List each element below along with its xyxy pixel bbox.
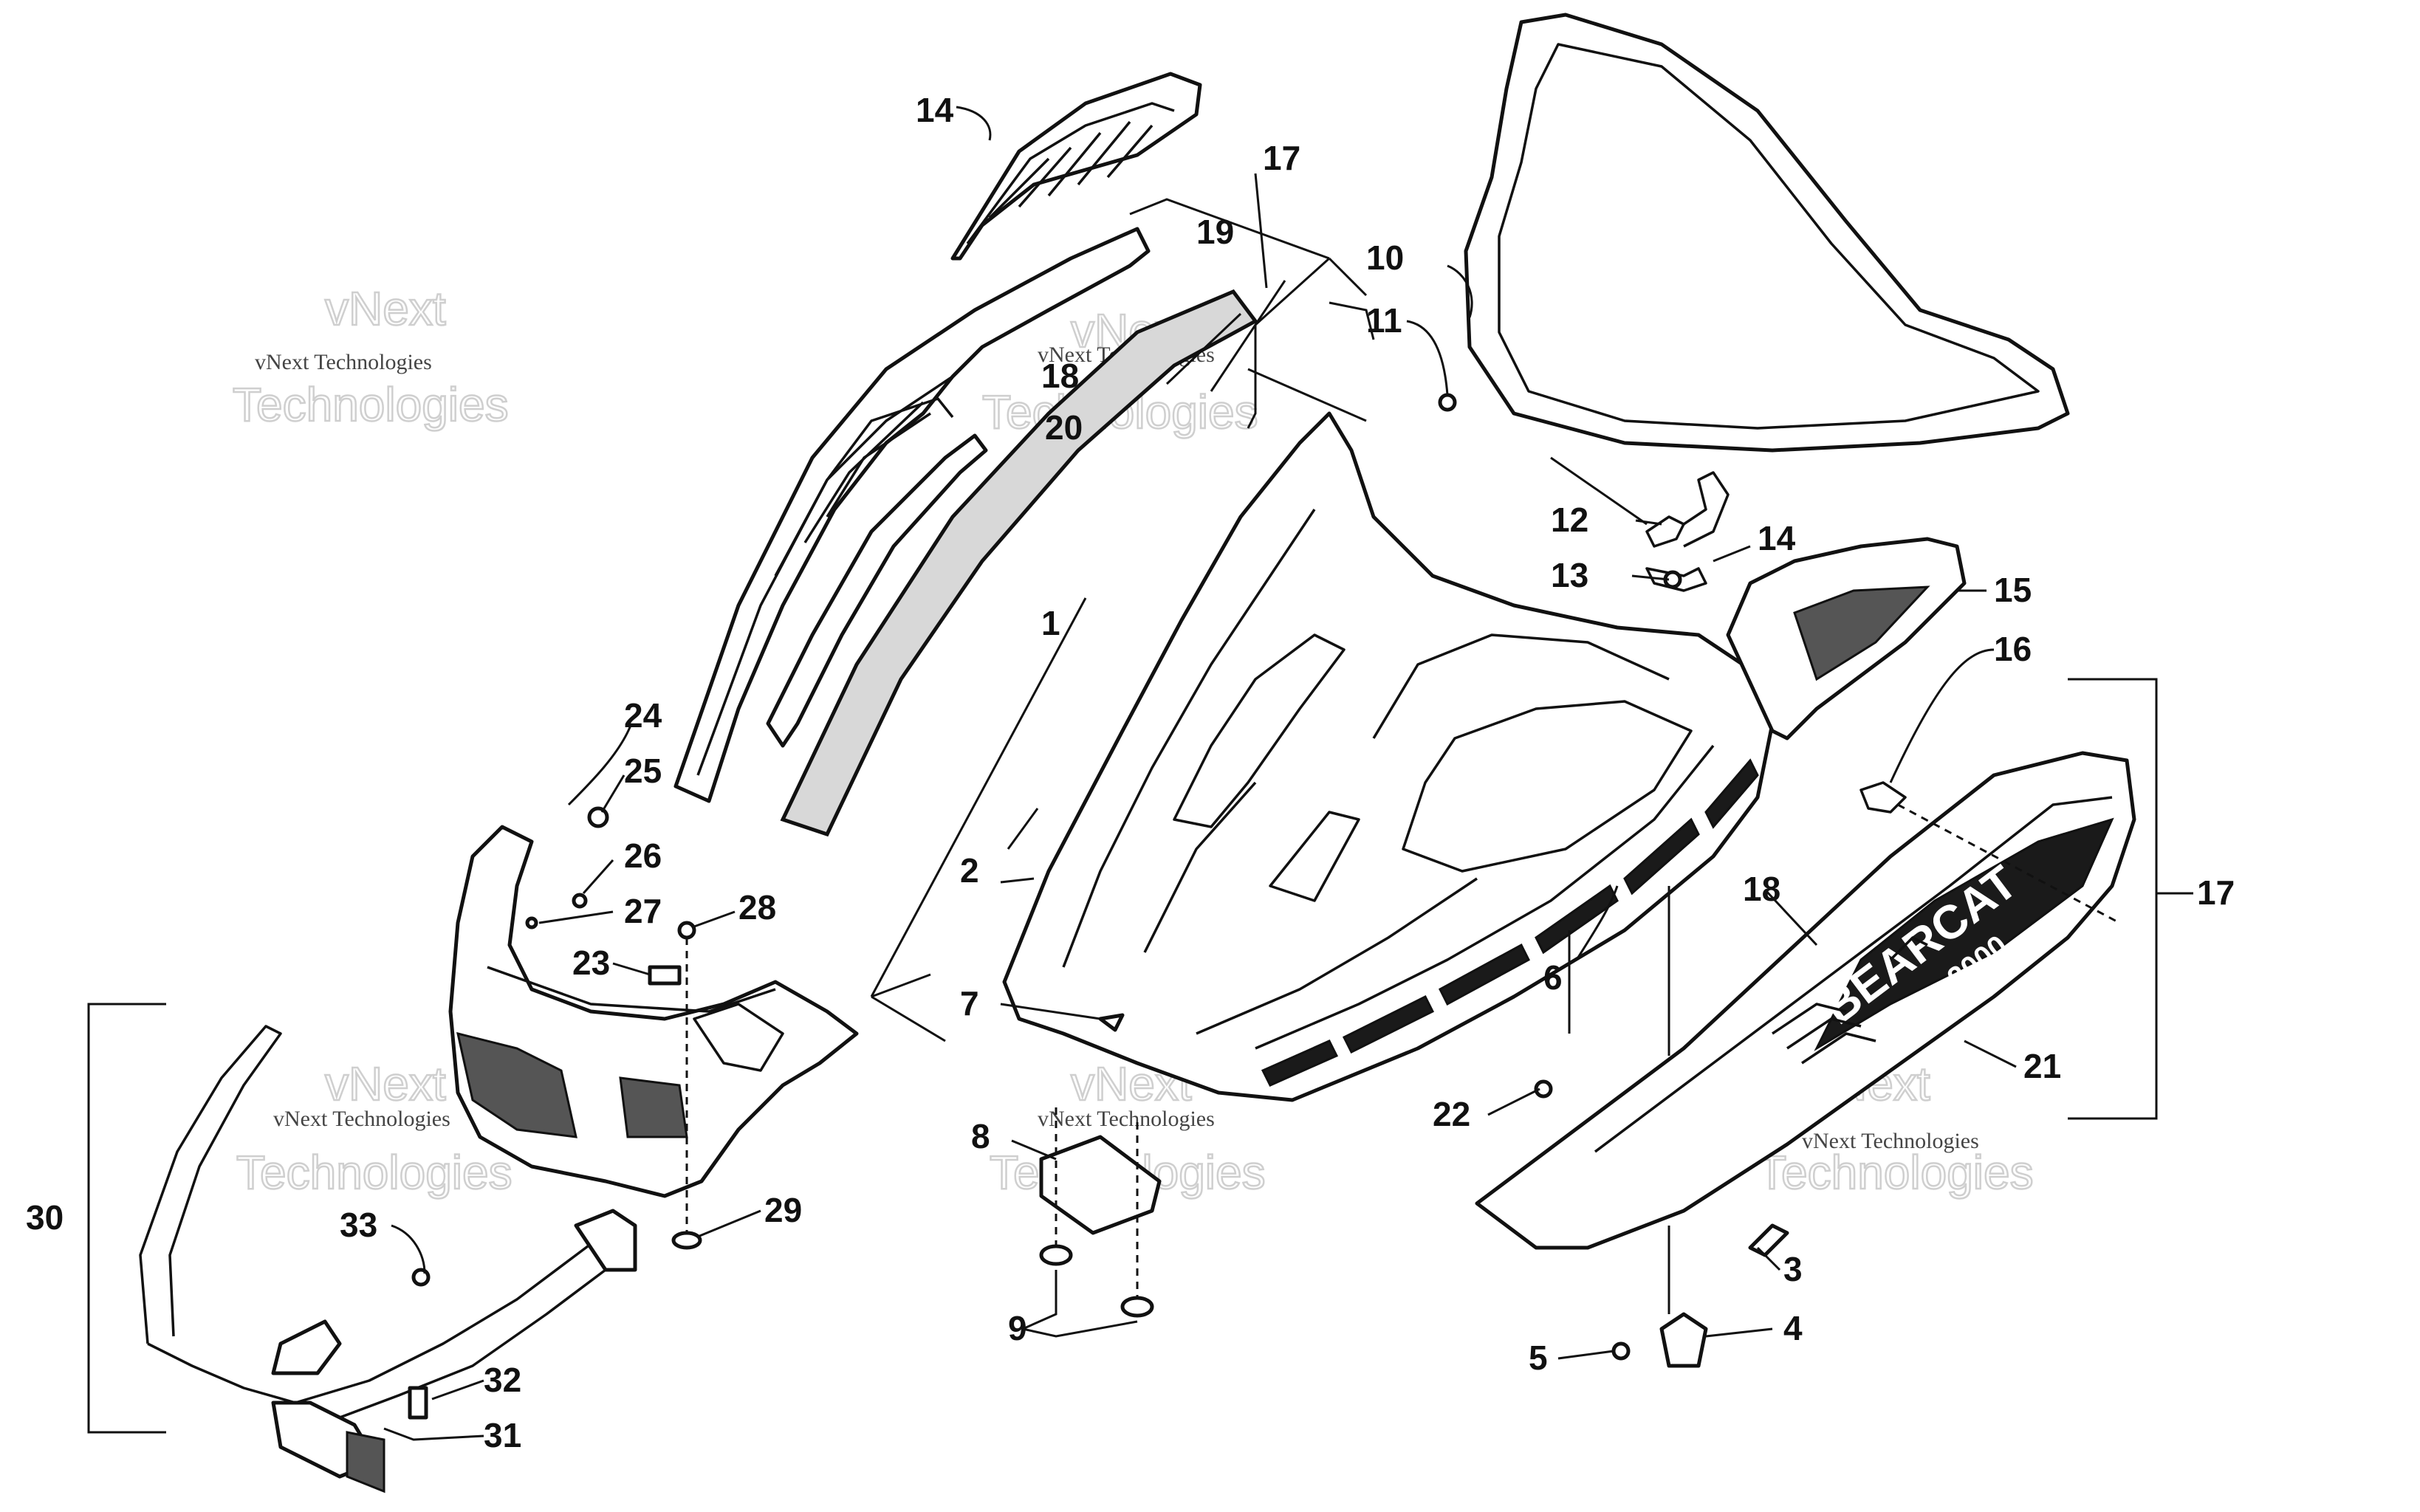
callout-labels: 14 17 19 18 20 10 11 12 13 14 15 16 1 2 …: [26, 91, 2235, 1454]
part-23-clip: [648, 965, 682, 986]
watermark-big-2: Technologies: [233, 378, 509, 431]
part-9-grommet: [1039, 1244, 1073, 1266]
callout-16: 16: [1994, 630, 2032, 668]
part-vent-right: [1726, 537, 1967, 740]
watermark-big-2: Technologies: [236, 1146, 513, 1199]
watermark-big-2: Technologies: [1758, 1146, 2034, 1199]
callout-14: 14: [1758, 519, 1796, 557]
callout-11: 11: [1366, 301, 1402, 340]
part-side-panel-left: [673, 227, 1151, 803]
part-8-bracket: [1039, 1135, 1162, 1235]
part-27-washer: [525, 916, 538, 929]
watermark-bottom-left: vNext Technologies vNext Technologies: [236, 1056, 513, 1200]
callout-18-left: 18: [1041, 357, 1079, 395]
callout-33: 33: [340, 1206, 377, 1244]
callout-9: 9: [1008, 1309, 1027, 1347]
callout-7: 7: [960, 984, 979, 1023]
callout-28: 28: [738, 888, 776, 927]
part-nose-cone: [448, 825, 859, 1198]
callout-15-top: 14: [916, 91, 954, 129]
part-22-screw: [1534, 1079, 1553, 1099]
part-4-clip: [1659, 1312, 1708, 1368]
part-bracket-12-14: [1645, 471, 1730, 592]
callout-5: 5: [1529, 1339, 1548, 1377]
callout-21: 21: [2023, 1047, 2061, 1085]
callout-19: 19: [1196, 213, 1234, 251]
small-hardware: [408, 393, 1789, 1420]
callout-18-right: 18: [1743, 870, 1780, 908]
callout-17-top: 17: [1263, 139, 1300, 177]
callout-13: 13: [1551, 556, 1588, 594]
callout-15-right: 15: [1994, 571, 2032, 609]
callout-10: 10: [1366, 238, 1404, 277]
part-32-bolt: [408, 1386, 428, 1420]
callout-12: 12: [1551, 501, 1588, 539]
watermark-big-1: vNext: [325, 1057, 446, 1110]
callout-17-right: 17: [2197, 873, 2235, 912]
part-25-screw: [587, 806, 609, 828]
part-3-pin: [1748, 1223, 1789, 1257]
part-11-pin: [1438, 393, 1457, 412]
callout-24: 24: [624, 696, 662, 735]
callout-22: 22: [1433, 1095, 1470, 1133]
callout-2: 2: [960, 851, 979, 890]
part-vent-top: [950, 72, 1202, 261]
part-28-nut: [677, 921, 696, 940]
callout-6: 6: [1543, 958, 1563, 997]
leader-lines: [685, 198, 2120, 1314]
callout-20: 20: [1045, 408, 1083, 447]
callout-8: 8: [971, 1117, 990, 1155]
part-bumper-30: [139, 1025, 637, 1494]
callout-3: 3: [1783, 1250, 1803, 1288]
part-9-grommet-2: [1120, 1296, 1154, 1318]
part-hood-stripes: [1261, 758, 1759, 1087]
callout-32: 32: [484, 1361, 521, 1399]
callout-27: 27: [624, 892, 662, 930]
part-hood: [1002, 411, 1775, 1102]
callout-4: 4: [1783, 1309, 1803, 1347]
watermark-small: vNext Technologies: [1038, 1107, 1215, 1131]
callout-25: 25: [624, 752, 662, 790]
part-clip-16: [1859, 781, 1907, 814]
callout-1: 1: [1041, 604, 1060, 642]
part-29-washer: [671, 1231, 702, 1250]
part-5-washer: [1611, 1341, 1631, 1361]
part-33-nut: [411, 1268, 431, 1287]
callout-30: 30: [26, 1198, 64, 1237]
callout-23: 23: [572, 944, 610, 982]
callout-26: 26: [624, 836, 662, 875]
callout-29: 29: [764, 1191, 802, 1229]
watermark-small: vNext Technologies: [1802, 1129, 1979, 1153]
part-windshield: [1464, 13, 2070, 453]
watermark-small: vNext Technologies: [273, 1107, 450, 1131]
callout-31: 31: [484, 1416, 521, 1454]
watermark-small: vNext Technologies: [255, 350, 432, 374]
watermark-big-1: vNext: [325, 282, 446, 335]
part-26-screw: [572, 893, 588, 909]
callout-leaders: [87, 106, 2193, 1441]
watermark-top-left: vNext Technologies vNext Technologies: [232, 281, 510, 433]
watermark-bottom-center: vNext Technologies vNext Technologies: [989, 1056, 1266, 1200]
part-7-emblem: [1098, 1013, 1125, 1032]
